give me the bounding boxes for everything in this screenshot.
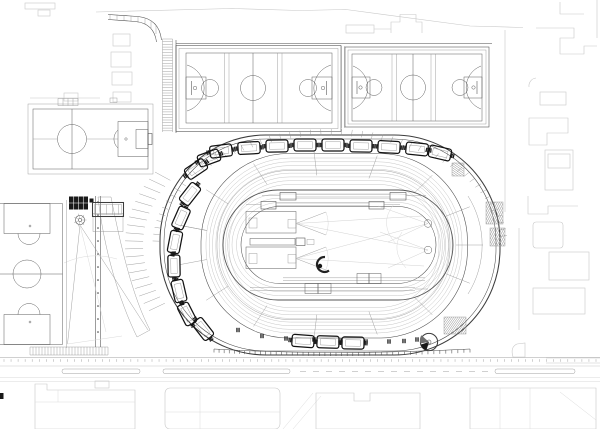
context-right	[504, 0, 600, 364]
concourse-kiosk	[191, 316, 215, 342]
grandstands	[180, 151, 483, 339]
concourse-kiosk	[318, 138, 348, 152]
spiral-stair-southeast	[419, 332, 439, 352]
infield-athletics	[245, 192, 433, 294]
football-field-southwest	[0, 200, 67, 348]
concourse-kiosk	[338, 336, 368, 350]
concourse-kiosk	[182, 158, 210, 180]
southwest-plaza	[63, 196, 151, 345]
concourse-kiosk	[178, 181, 202, 207]
concourse-kiosks	[166, 138, 455, 350]
football-field-west	[27, 97, 154, 175]
concourse-kiosk	[402, 141, 432, 157]
concourse-kiosk	[167, 251, 181, 281]
concourse-kiosk	[346, 139, 376, 153]
concourse-kiosk	[166, 227, 184, 257]
roads	[0, 14, 600, 378]
context-top	[24, 2, 524, 103]
concourse-kiosk	[374, 139, 404, 155]
concourse-kiosk	[234, 140, 264, 156]
basketball-courts-north	[175, 43, 492, 132]
concourse-kiosk	[171, 203, 191, 233]
concourse-kiosk	[290, 138, 320, 152]
concourse-kiosk	[425, 144, 455, 162]
context-bottom	[0, 380, 600, 429]
concourse-kiosk	[262, 139, 292, 153]
northwest-stairs	[162, 38, 177, 133]
